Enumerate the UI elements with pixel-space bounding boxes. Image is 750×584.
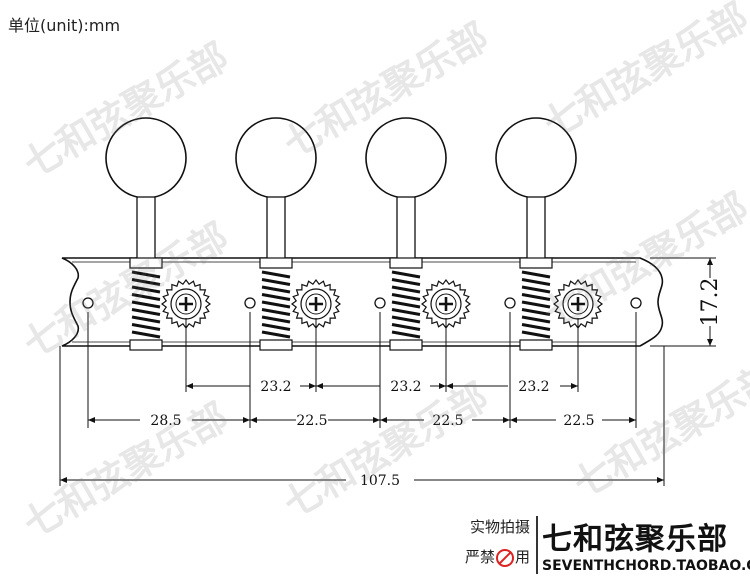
dim-total-length: 107.5 xyxy=(360,473,400,489)
mount-hole-2 xyxy=(244,297,256,309)
tuner-unit-3 xyxy=(365,117,472,351)
dim-arrow xyxy=(446,383,453,389)
brand-block: 实物拍摄 严禁 用 七和弦聚乐部 SEVENTHCHORD.TAOBAO.COM xyxy=(430,512,750,580)
dim-arrow xyxy=(60,477,67,483)
tuner-collar xyxy=(259,257,293,269)
tuner-end-cap xyxy=(259,339,293,351)
tuner-units xyxy=(105,117,604,351)
tuner-collar xyxy=(389,257,423,269)
dim-plate-height: 17.2 xyxy=(698,278,723,327)
dim-post-spacing-1: 22.5 xyxy=(296,413,327,429)
tuner-collar xyxy=(129,257,163,269)
tuner-knob xyxy=(105,117,187,199)
tuner-unit-4 xyxy=(495,117,604,351)
gear-wheel xyxy=(290,278,342,330)
tuner-shaft xyxy=(136,196,156,260)
brand-notes: 实物拍摄 严禁 用 xyxy=(430,512,530,572)
dim-arrow xyxy=(503,417,510,423)
dim-arrow xyxy=(707,339,713,346)
tuner-unit-1 xyxy=(105,117,212,351)
screw-head-icon xyxy=(439,297,453,311)
brand-name: 七和弦聚乐部 xyxy=(542,522,728,557)
forbid-note: 严禁 用 xyxy=(430,542,530,572)
worm-gear xyxy=(521,270,551,339)
dim-hole-to-post: 28.5 xyxy=(150,413,181,429)
dim-arrow xyxy=(309,383,316,389)
tuner-knob xyxy=(235,117,317,199)
worm-gear xyxy=(391,270,421,339)
dimension-arrows xyxy=(60,258,713,483)
forbid-prefix: 严禁 xyxy=(464,548,495,566)
dim-knob-spacing-1: 23.2 xyxy=(260,379,291,395)
screw-head-icon xyxy=(571,297,585,311)
tuner-unit-2 xyxy=(235,117,342,351)
mount-hole-right xyxy=(630,297,642,309)
screw-head-icon xyxy=(309,297,323,311)
unit-label: 单位(unit):mm xyxy=(8,16,121,35)
worm-gear xyxy=(261,270,291,339)
dim-post-spacing-3: 22.5 xyxy=(563,413,594,429)
forbid-suffix: 用 xyxy=(514,548,530,566)
dim-arrow xyxy=(439,383,446,389)
tuner-collar xyxy=(519,257,553,269)
dim-arrow xyxy=(707,258,713,265)
dim-post-spacing-2: 22.5 xyxy=(432,413,463,429)
tuner-shaft xyxy=(396,196,416,260)
dim-arrow xyxy=(629,417,636,423)
brand-url: SEVENTHCHORD.TAOBAO.COM xyxy=(542,558,750,574)
dim-arrow xyxy=(250,417,257,423)
dim-arrow xyxy=(316,383,323,389)
photo-note: 实物拍摄 xyxy=(469,518,530,536)
dim-arrow xyxy=(510,417,517,423)
tuner-knob xyxy=(495,117,577,199)
mount-hole-3 xyxy=(374,297,386,309)
tuner-end-cap xyxy=(519,339,553,351)
worm-gear xyxy=(131,270,161,339)
gear-wheel xyxy=(420,278,472,330)
mount-hole-left xyxy=(82,297,94,309)
dim-arrow xyxy=(373,417,380,423)
dim-arrow xyxy=(657,477,664,483)
tuner-end-cap xyxy=(129,339,163,351)
gear-wheel xyxy=(160,278,212,330)
dimension-lines xyxy=(59,257,716,486)
dim-arrow xyxy=(380,417,387,423)
dim-arrow xyxy=(243,417,250,423)
tuner-end-cap xyxy=(389,339,423,351)
dim-arrow xyxy=(571,383,578,389)
dim-knob-spacing-2: 23.2 xyxy=(390,379,421,395)
tuner-shaft xyxy=(526,196,546,260)
dim-arrow xyxy=(186,383,193,389)
tuner-plate xyxy=(61,257,664,347)
screw-head-icon xyxy=(179,297,193,311)
dim-arrow xyxy=(88,417,95,423)
brand-divider xyxy=(536,516,538,574)
tuner-shaft xyxy=(266,196,286,260)
mount-hole-4 xyxy=(504,297,516,309)
tuner-knob xyxy=(365,117,447,199)
dim-knob-spacing-3: 23.2 xyxy=(518,379,549,395)
forbid-icon xyxy=(495,548,514,567)
